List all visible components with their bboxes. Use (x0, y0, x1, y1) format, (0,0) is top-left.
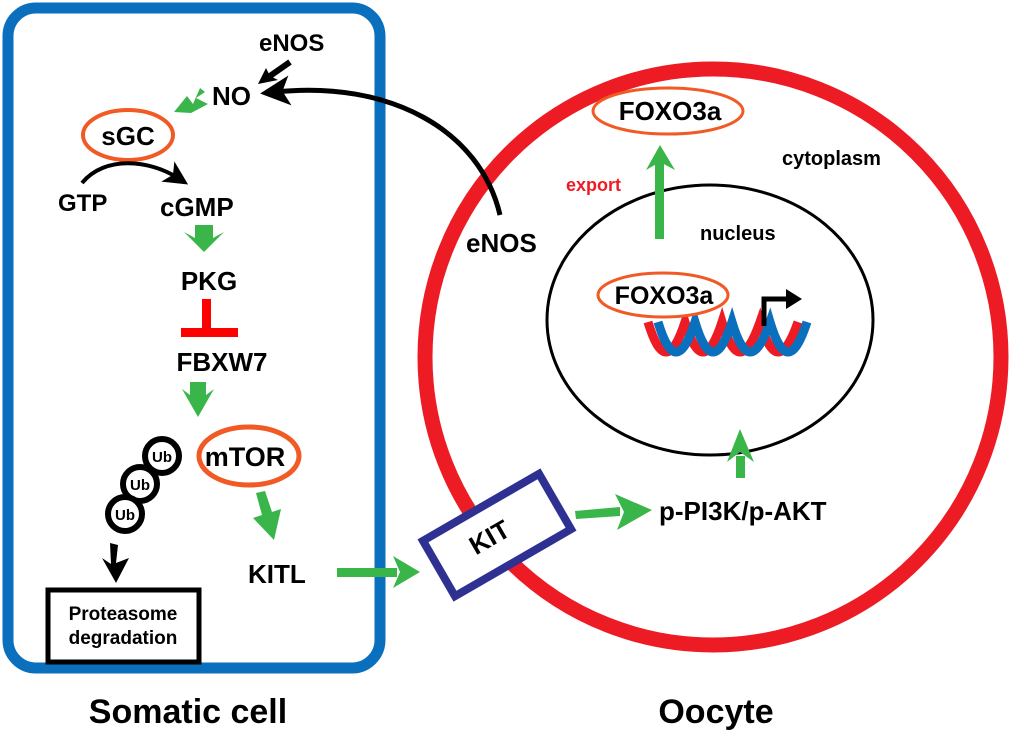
dna-helix (643, 306, 812, 357)
mtor-ellipse (196, 424, 302, 488)
oocyte-membrane (417, 61, 1009, 653)
cytoplasm-label: cytoplasm (782, 148, 881, 170)
proteasome-box (45, 587, 202, 665)
cgmp-to-pkg-arrow (184, 225, 224, 252)
sgc-label: sGC (101, 121, 155, 151)
export-arrow (646, 145, 675, 239)
foxo3a-cytoplasm-label: FOXO3a (619, 96, 722, 126)
pkg-inhibits-fbxw7 (181, 299, 238, 337)
pi3k-to-nucleus-arrow (727, 429, 754, 478)
proteasome-label-line1: Proteasome (69, 604, 178, 625)
transcription-start-icon (761, 289, 802, 326)
gtp-label: GTP (58, 190, 107, 217)
cgmp-label: cGMP (160, 192, 234, 222)
gtp-to-cgmp-arrow (80, 161, 189, 185)
export-label: export (566, 175, 621, 195)
mtor-to-kitl-arrow (253, 491, 281, 540)
kit-to-pi3k-arrow (575, 494, 652, 530)
kitl-to-kit-arrow (337, 556, 420, 588)
somatic-cell-membrane (2, 2, 386, 674)
no-label: NO (212, 81, 251, 111)
kit-receptor (417, 468, 577, 602)
fbxw7-to-mtor-arrow (182, 382, 214, 417)
somatic-cell-title: Somatic cell (89, 693, 287, 731)
nucleus-label: nucleus (700, 223, 776, 245)
ub-circle-1 (142, 436, 182, 476)
pi3k-akt-label: p-PI3K/p-AKT (659, 496, 827, 526)
pkg-label: PKG (181, 266, 237, 296)
no-to-sgc-arrow (174, 88, 208, 113)
nucleus-membrane (545, 183, 875, 457)
somatic-enos-label: eNOS (259, 30, 324, 57)
dna-strand-blue (653, 306, 812, 357)
foxo3a-cytoplasm-ellipse (591, 86, 745, 136)
enos-to-no-curved-arrow (260, 75, 503, 216)
ubiquitin-chain (105, 436, 182, 534)
ub-label-1: Ub (152, 449, 172, 466)
kitl-label: KITL (248, 559, 306, 589)
ub-label-2: Ub (130, 477, 150, 494)
ub-label-3: Ub (115, 507, 135, 524)
enos-to-no-arrow (258, 59, 292, 84)
foxo3a-nucleus-label: FOXO3a (615, 282, 715, 310)
fbxw7-label: FBXW7 (177, 347, 268, 377)
proteasome-label-line2: degradation (69, 628, 178, 649)
oocyte-enos-label: eNOS (466, 228, 537, 258)
sgc-ellipse (81, 108, 175, 162)
oocyte-title: Oocyte (658, 693, 773, 731)
mtor-label: mTOR (205, 442, 286, 472)
ub-to-proteasome-arrow (102, 543, 129, 583)
foxo3a-nucleus-ellipse (596, 271, 730, 319)
ub-circle-3 (105, 494, 145, 534)
